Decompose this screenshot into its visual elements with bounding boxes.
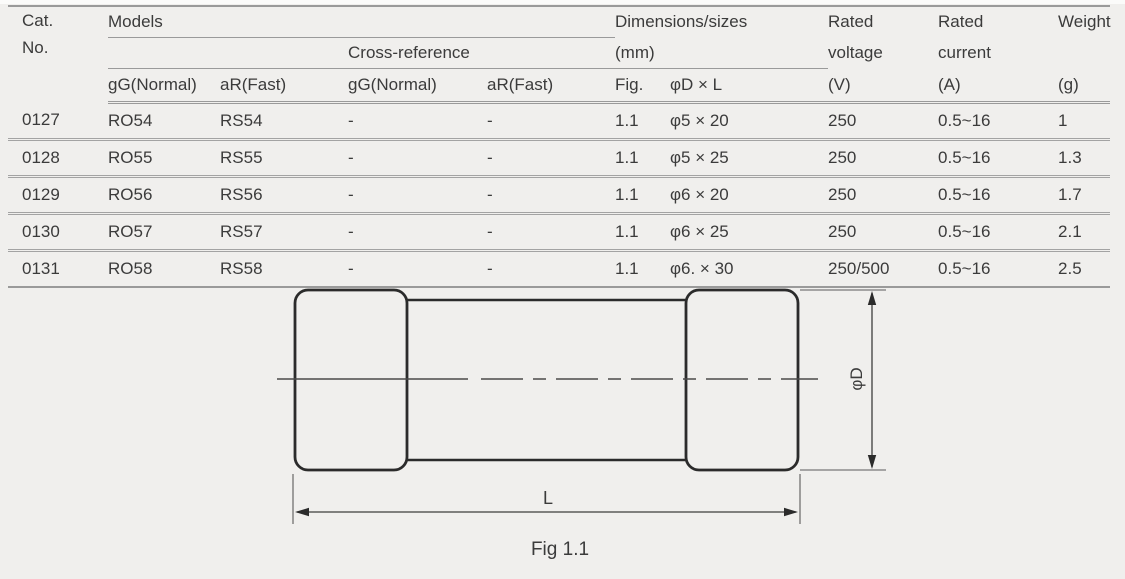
cell-weight: 1 <box>1058 102 1111 141</box>
cell-rated-current: 0.5~16 <box>938 213 1059 252</box>
header-rated-voltage-line2: voltage <box>828 43 883 62</box>
fuse-right-cap <box>684 288 800 472</box>
cell-rated-voltage: 250 <box>828 213 939 252</box>
cell-model-ar: RS57 <box>220 213 348 252</box>
cell-cat-no: 0127 <box>8 102 108 141</box>
cell-model-gg: RO54 <box>108 102 220 141</box>
cell-crossref-ar: - <box>487 250 615 288</box>
cell-weight: 1.7 <box>1058 176 1111 215</box>
header-dimensions-line2: (mm) <box>615 37 829 69</box>
length-label: L <box>543 488 553 508</box>
header-rated-current-line1: Rated <box>938 5 1059 38</box>
arrow-left-icon <box>295 507 309 517</box>
header-rated-voltage-line3: (V) <box>828 68 939 104</box>
table-row: 0127 RO54 RS54 - - 1.1 φ5 × 20 250 0.5~1… <box>8 102 1111 141</box>
cell-dimensions: φ5 × 20 <box>670 102 829 141</box>
cell-crossref-gg: - <box>348 139 487 178</box>
header-rated-current-line2: current <box>938 43 991 62</box>
arrow-right-icon <box>784 507 798 517</box>
cell-fig: 1.1 <box>615 139 670 178</box>
cell-rated-voltage: 250 <box>828 176 939 215</box>
cell-fig: 1.1 <box>615 176 670 215</box>
header-row-3: gG(Normal) aR(Fast) gG(Normal) aR(Fast) … <box>8 68 1111 104</box>
cell-crossref-ar: - <box>487 213 615 252</box>
cell-rated-voltage: 250/500 <box>828 250 939 288</box>
cell-crossref-gg: - <box>348 250 487 288</box>
arrow-down-icon <box>867 455 877 469</box>
diameter-label: φD <box>847 367 866 390</box>
cell-crossref-gg: - <box>348 102 487 141</box>
fuse-left-cap <box>293 288 409 472</box>
header-weight-line2: (g) <box>1058 68 1111 104</box>
cell-crossref-gg: - <box>348 213 487 252</box>
cell-fig: 1.1 <box>615 102 670 141</box>
cell-fig: 1.1 <box>615 250 670 288</box>
cell-model-gg: RO56 <box>108 176 220 215</box>
cell-crossref-ar: - <box>487 102 615 141</box>
cell-dimensions: φ6 × 20 <box>670 176 829 215</box>
cell-model-ar: RS54 <box>220 102 348 141</box>
cell-rated-voltage: 250 <box>828 102 939 141</box>
table-row: 0128 RO55 RS55 - - 1.1 φ5 × 25 250 0.5~1… <box>8 139 1111 178</box>
cell-weight: 2.5 <box>1058 250 1111 288</box>
subheader-gg-normal-crossref: gG(Normal) <box>348 68 487 104</box>
header-row-2: Cross-reference (mm) voltage current <box>8 37 1110 69</box>
header-models-spacer <box>108 37 348 69</box>
cell-model-gg: RO57 <box>108 213 220 252</box>
header-row-1: Cat. No. Models Dimensions/sizes Rated R… <box>8 5 1111 103</box>
cell-rated-current: 0.5~16 <box>938 176 1059 215</box>
subheader-gg-normal-models: gG(Normal) <box>108 68 220 104</box>
table-row: 0130 RO57 RS57 - - 1.1 φ6 × 25 250 0.5~1… <box>8 213 1111 252</box>
cell-crossref-gg: - <box>348 176 487 215</box>
subheader-fig: Fig. <box>615 68 670 104</box>
fuse-diagram: φD L Fig 1.1 <box>277 288 886 560</box>
table-row: 0131 RO58 RS58 - - 1.1 φ6. × 30 250/500 … <box>8 250 1111 288</box>
cell-cat-no: 0131 <box>8 250 108 288</box>
figure-caption: Fig 1.1 <box>531 539 589 560</box>
cell-model-ar: RS55 <box>220 139 348 178</box>
subheader-ar-fast-models: aR(Fast) <box>220 68 348 104</box>
cell-rated-current: 0.5~16 <box>938 139 1059 178</box>
arrow-up-icon <box>867 291 877 305</box>
cell-model-ar: RS56 <box>220 176 348 215</box>
fuse-spec-table: Cat. No. Models Dimensions/sizes Rated R… <box>8 5 1111 288</box>
header-weight-line1: Weight <box>1058 5 1111 38</box>
cell-model-gg: RO58 <box>108 250 220 288</box>
subheader-ar-fast-crossref: aR(Fast) <box>487 68 615 104</box>
header-cross-reference: Cross-reference <box>348 37 615 69</box>
cell-rated-voltage: 250 <box>828 139 939 178</box>
cell-model-gg: RO55 <box>108 139 220 178</box>
cell-crossref-ar: - <box>487 176 615 215</box>
header-dimensions-line1: Dimensions/sizes <box>615 5 829 38</box>
cell-cat-no: 0130 <box>8 213 108 252</box>
cell-fig: 1.1 <box>615 213 670 252</box>
header-rated-current-line3: (A) <box>938 68 1059 104</box>
cell-weight: 1.3 <box>1058 139 1111 178</box>
cell-dimensions: φ6 × 25 <box>670 213 829 252</box>
table-row: 0129 RO56 RS56 - - 1.1 φ6 × 20 250 0.5~1… <box>8 176 1111 215</box>
cell-dimensions: φ5 × 25 <box>670 139 829 178</box>
subheader-d-x-l: φD × L <box>670 68 829 104</box>
header-rated-voltage-line1: Rated <box>828 5 939 38</box>
page-top-strip <box>0 0 1125 4</box>
header-weight-spacer <box>1058 38 1110 69</box>
cell-cat-no: 0128 <box>8 139 108 178</box>
cell-cat-no: 0129 <box>8 176 108 215</box>
header-cat-no: Cat. No. <box>8 5 108 103</box>
cell-rated-current: 0.5~16 <box>938 102 1059 141</box>
header-cat-line1: Cat. <box>22 11 54 30</box>
cell-weight: 2.1 <box>1058 213 1111 252</box>
header-models: Models <box>108 5 615 38</box>
header-cat-line2: No. <box>22 38 49 57</box>
cell-rated-current: 0.5~16 <box>938 250 1059 288</box>
cell-crossref-ar: - <box>487 139 615 178</box>
cell-model-ar: RS58 <box>220 250 348 288</box>
cell-dimensions: φ6. × 30 <box>670 250 829 288</box>
